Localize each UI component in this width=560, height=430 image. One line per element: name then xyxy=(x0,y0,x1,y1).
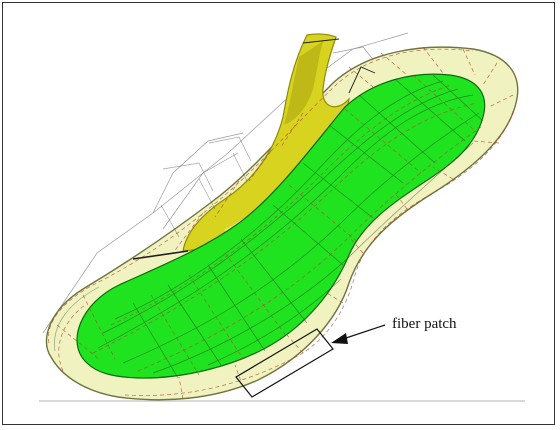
outer-sole-mesh xyxy=(48,46,514,400)
upper-edge-lines xyxy=(132,38,376,260)
insole-mesh xyxy=(92,74,484,379)
fiber-patch-outline xyxy=(235,328,334,398)
yellow-upper-shade xyxy=(284,41,323,125)
construction-lines xyxy=(39,32,525,402)
fiber-patch-label: fiber patch xyxy=(392,316,457,332)
green-insole xyxy=(76,73,486,379)
insole-model-view xyxy=(39,32,525,402)
callout-arrow xyxy=(331,324,386,344)
